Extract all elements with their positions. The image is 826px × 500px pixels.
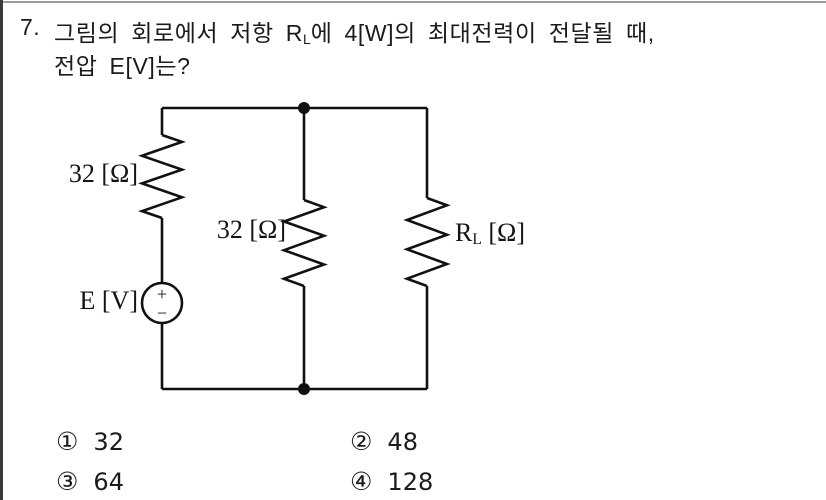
answer-choice-3: ③ 64	[56, 467, 124, 496]
choice-3-value: 64	[93, 468, 124, 496]
shunt-resistor	[280, 198, 328, 288]
resistor-subscript: L	[303, 31, 311, 47]
question-line2: 전압 E[V]는?	[54, 53, 191, 79]
source-label: E [V]	[79, 286, 138, 315]
choice-1-marker: ①	[56, 427, 79, 456]
choice-4-marker: ④	[350, 467, 373, 496]
shunt-resistor-label: 32 [Ω]	[216, 215, 286, 244]
answer-choice-1: ① 32	[56, 427, 124, 456]
load-resistor-symbol: R	[455, 218, 473, 247]
minus-sign: −	[157, 303, 167, 323]
question-line1: 그림의 회로에서 저항 RL에 4[W]의 최대전력이 전달될 때,	[54, 14, 655, 48]
load-resistor	[403, 196, 451, 288]
load-resistor-subscript: L	[472, 231, 482, 249]
choice-3-marker: ③	[56, 467, 79, 496]
choice-4-value: 128	[387, 468, 434, 496]
choice-2-value: 48	[387, 428, 418, 456]
plus-sign: +	[157, 284, 167, 304]
choice-1-value: 32	[93, 428, 124, 456]
series-resistor-label: 32 [Ω]	[68, 159, 138, 188]
answer-choice-2: ② 48	[350, 427, 418, 456]
question-line1-rest: 에 4[W]의 최대전력이 전달될 때,	[310, 20, 655, 46]
question-line1-text: 그림의 회로에서 저항 R	[54, 20, 304, 46]
answer-choice-4: ④ 128	[350, 467, 433, 496]
load-resistor-unit: [Ω]	[481, 218, 526, 247]
question-number: 7.	[20, 14, 41, 40]
node-dot-bottom	[298, 383, 310, 395]
load-resistor-label: RL [Ω]	[455, 218, 526, 249]
choice-2-marker: ②	[350, 427, 373, 456]
node-dot-top	[298, 102, 310, 114]
series-resistor	[138, 133, 186, 220]
